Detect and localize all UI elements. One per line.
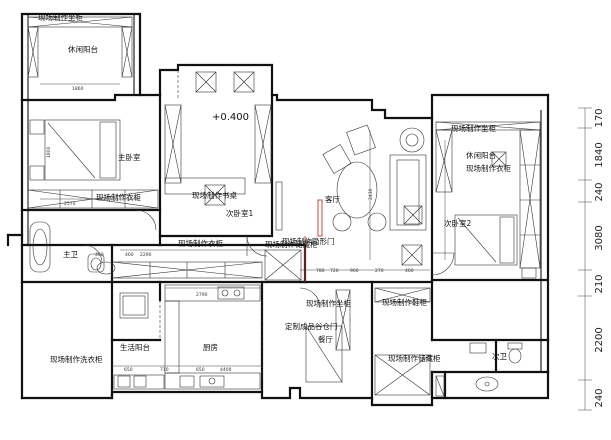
fixture-label-custom-seat-right: 现场制作坐柜 — [451, 123, 496, 133]
dimension-inner-6: 900 — [350, 268, 359, 274]
dimension-inner-13: 650 — [124, 367, 133, 373]
fixture-label-custom-shoe-cabinet: 现场制作鞋柜 — [382, 297, 427, 307]
dimension-inner-16: 4400 — [220, 367, 232, 373]
fixture-label-custom-storage-corridor: 现场制作储藏柜 — [265, 239, 318, 249]
dimension-right-0: 170 — [594, 108, 605, 127]
room-label-secondary-bedroom-2: 次卧室2 — [444, 218, 471, 228]
dimension-right-4: 210 — [594, 274, 605, 293]
dimension-inner-4: 780 — [316, 268, 325, 274]
fixture-label-custom-seat-top: 现场制作坐柜 — [38, 12, 83, 22]
dimension-inner-11: 1800 — [46, 146, 52, 158]
dimension-inner-3: 2790 — [196, 292, 208, 298]
dimension-inner-10: 2430 — [368, 188, 374, 200]
fixture-label-custom-laundry-cabinet: 现场制作洗衣柜 — [50, 354, 103, 364]
dimension-right-6: 240 — [594, 388, 605, 407]
fixture-label-custom-wardrobe-corridor: 现场制作衣柜 — [178, 238, 223, 248]
dimension-inner-12: 460 — [405, 268, 414, 274]
dimension-inner-8: 460 — [95, 252, 104, 258]
dimension-inner-15: 650 — [196, 367, 205, 373]
fixture-label-custom-hidden-door: 现场制作隐形门 — [282, 236, 335, 246]
room-label-master-bedroom: 主卧室 — [118, 152, 141, 162]
furniture — [29, 65, 537, 392]
room-label-living-balcony: 生活阳台 — [120, 342, 150, 352]
dimension-inner-5: 720 — [330, 268, 339, 274]
fixture-label-custom-wardrobe-master: 现场制作衣柜 — [96, 192, 141, 202]
room-label-leisure-balcony-right: 休闲阳台 — [466, 150, 496, 160]
dimension-right-1: 1840 — [594, 142, 605, 167]
dimension-inner-2: 2290 — [140, 252, 152, 258]
room-label-master-bath: 主卫 — [63, 249, 78, 259]
fixture-label-custom-wardrobe-right: 现场制作衣柜 — [466, 163, 511, 173]
room-label-leisure-balcony: 休闲阳台 — [68, 44, 98, 54]
dimension-inner-7: 270 — [375, 268, 384, 274]
fixture-label-custom-storage-dining: 现场制作储藏柜 — [388, 353, 441, 363]
room-label-kitchen: 厨房 — [203, 342, 218, 352]
room-label-living-room: 客厅 — [325, 194, 340, 204]
dimension-right-3: 3080 — [594, 225, 605, 250]
dimension-inner-9: 460 — [125, 252, 134, 258]
dimension-lines — [40, 83, 592, 411]
labels: 休闲阳台主卧室次卧室1客厅休闲阳台次卧室2主卫生活阳台厨房餐厅次卫现场制作坐柜现… — [38, 12, 605, 408]
room-label-secondary-bath: 次卫 — [492, 351, 507, 361]
level-mark: +0.400 — [212, 112, 249, 123]
room-label-dining-room: 餐厅 — [318, 335, 333, 344]
fixture-label-custom-finished-door: 定制成品谷仓门 — [285, 321, 338, 331]
room-label-secondary-bedroom-1: 次卧室1 — [226, 208, 253, 218]
dimension-inner-1: 2570 — [64, 201, 76, 207]
dimension-inner-14: 710 — [160, 367, 169, 373]
fixture-label-custom-desk: 现场制作书桌 — [192, 190, 237, 200]
walls — [6, 12, 550, 407]
dimension-inner-0: 1860 — [72, 86, 84, 92]
fixture-label-custom-seat-dining: 现场制作坐柜 — [306, 298, 351, 308]
dimension-right-5: 2200 — [594, 327, 605, 352]
dimension-right-2: 240 — [594, 182, 605, 201]
